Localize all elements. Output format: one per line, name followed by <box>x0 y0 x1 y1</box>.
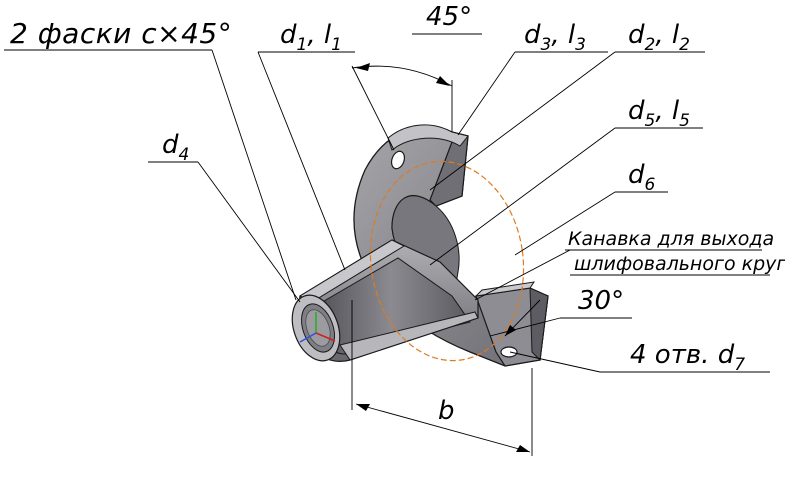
label-holes: 4 отв. d7 <box>630 342 745 374</box>
label-d5-l5: d5, l5 <box>628 98 690 130</box>
flange-rim-top <box>387 124 469 151</box>
flange-side-bottom <box>529 287 549 362</box>
arrowheads <box>356 63 530 452</box>
label-d1-sep: , l <box>307 20 332 50</box>
label-holes-prefix: 4 отв. d <box>630 340 735 370</box>
label-d3-sub1: 3 <box>540 35 552 55</box>
label-angle-30: 30° <box>578 286 625 316</box>
label-d3-l3: d3, l3 <box>524 22 586 54</box>
label-d2-l2: d2, l2 <box>628 22 690 54</box>
flange-top-bottom <box>474 281 536 297</box>
label-d2-main: d <box>628 20 645 50</box>
label-d4: d4 <box>162 132 189 164</box>
label-d5-main: d <box>628 96 645 126</box>
label-d5-sub1: 5 <box>644 111 656 131</box>
label-d1-main: d <box>280 20 297 50</box>
label-d3-sub2: 3 <box>575 35 586 55</box>
axis-z <box>299 332 317 343</box>
hole-top <box>390 150 406 170</box>
label-angle-45: 45° <box>426 2 473 32</box>
sleeve <box>291 239 479 362</box>
label-d4-sub1: 4 <box>178 145 190 165</box>
label-d6: d6 <box>628 162 655 194</box>
label-d2-sub1: 2 <box>644 35 656 55</box>
label-d3-main: d <box>524 20 541 50</box>
label-chamfers: 2 фаски c×45° <box>10 17 233 50</box>
label-d2-sub2: 2 <box>679 35 690 55</box>
leaders <box>4 33 770 456</box>
hole-bottom <box>500 346 518 358</box>
label-d1-sub2: 1 <box>331 35 342 55</box>
axis-x <box>315 332 336 342</box>
label-d6-sub1: 6 <box>644 175 656 195</box>
label-d5-sub2: 5 <box>679 111 690 131</box>
label-d6-main: d <box>628 160 645 190</box>
label-d1-l1: d1, l1 <box>280 22 342 54</box>
label-d2-sep: , l <box>655 20 680 50</box>
label-dim-b: b <box>438 396 455 426</box>
label-d1-sub1: 1 <box>296 35 308 55</box>
label-groove-line2: шлифовального круга <box>574 253 785 275</box>
label-d5-sep: , l <box>655 96 680 126</box>
label-d4-main: d <box>162 130 179 160</box>
label-d3-sep: , l <box>551 20 576 50</box>
label-groove-line1: Канавка для выхода <box>568 228 775 250</box>
sleeve-cut-bottom <box>339 311 479 361</box>
label-holes-sub: 7 <box>734 355 746 375</box>
